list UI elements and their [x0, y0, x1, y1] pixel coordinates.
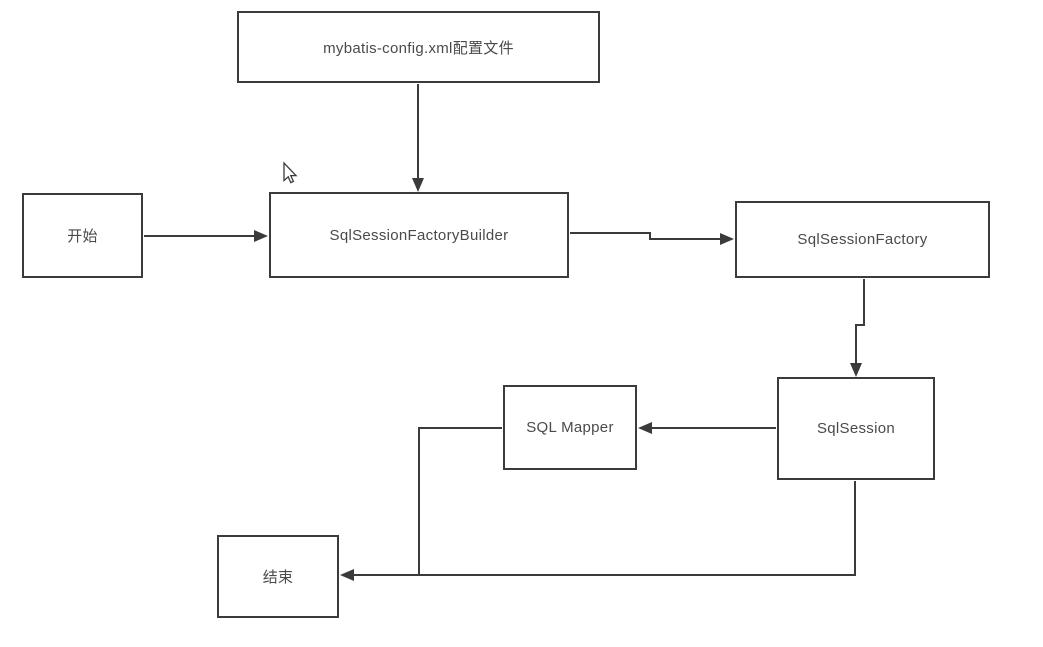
arrowhead-into-mapper — [638, 422, 652, 434]
node-config-file-label: mybatis-config.xml配置文件 — [323, 39, 514, 57]
edge-builder-to-factory — [570, 232, 721, 240]
arrowhead-into-builder-top — [412, 178, 424, 192]
arrowhead-into-session — [850, 363, 862, 377]
edge-mapper-to-junction — [418, 427, 502, 575]
node-sql-mapper-label: SQL Mapper — [526, 419, 614, 436]
node-config-file: mybatis-config.xml配置文件 — [237, 11, 600, 83]
edge-factory-to-session — [855, 279, 865, 364]
arrowhead-into-end — [340, 569, 354, 581]
node-sqlsession-label: SqlSession — [816, 420, 896, 437]
node-sqlsessionfactorybuilder-label: SqlSessionFactoryBuilder — [329, 226, 509, 244]
node-start-label: 开始 — [67, 228, 98, 245]
edge-session-to-end — [354, 481, 856, 576]
node-end-label: 结束 — [262, 569, 294, 586]
node-sqlsessionfactorybuilder: SqlSessionFactoryBuilder — [269, 192, 569, 278]
arrowhead-into-builder-left — [254, 230, 268, 242]
node-end: 结束 — [217, 535, 339, 618]
node-sqlsessionfactory: SqlSessionFactory — [735, 201, 990, 278]
node-sqlsession: SqlSession — [777, 377, 935, 480]
mouse-cursor-icon — [283, 161, 298, 184]
node-sqlsessionfactory-label: SqlSessionFactory — [797, 231, 928, 248]
node-sql-mapper: SQL Mapper — [503, 385, 637, 470]
arrowhead-into-factory — [720, 233, 734, 245]
node-start: 开始 — [22, 193, 143, 278]
